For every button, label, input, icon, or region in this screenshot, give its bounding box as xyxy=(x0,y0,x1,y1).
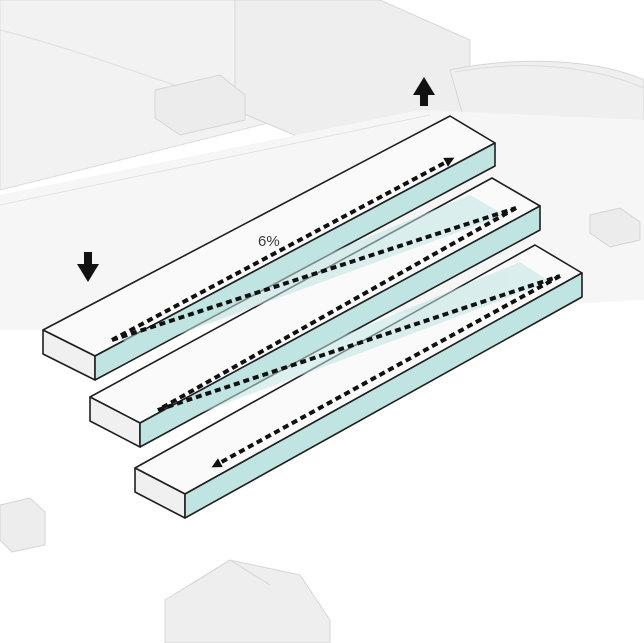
context-ground-edge xyxy=(0,114,431,206)
context-building-curved-roof xyxy=(0,0,301,191)
context-building-bottom-roof xyxy=(189,559,271,586)
arrow-down-icon xyxy=(77,252,99,282)
slope-label: 6% xyxy=(258,233,280,250)
path-segment-2 xyxy=(111,206,517,342)
path-segment-3 xyxy=(157,206,517,412)
path-segment-4 xyxy=(157,274,561,412)
context-roof-curve xyxy=(454,65,644,89)
arrow-up-icon xyxy=(413,77,435,106)
connector-2-3 xyxy=(165,262,550,415)
ramp-connectors xyxy=(120,195,550,415)
connector-1-2 xyxy=(120,195,505,345)
context-building-bottom xyxy=(164,559,331,643)
context-small-box-3 xyxy=(0,497,46,553)
circulation-path xyxy=(111,157,561,468)
context-small-box-2 xyxy=(589,207,641,248)
context-small-box-1 xyxy=(154,74,246,136)
slab-3-side-face xyxy=(184,272,583,519)
path-segment-1 xyxy=(111,157,455,342)
path-segment-5 xyxy=(211,274,561,468)
